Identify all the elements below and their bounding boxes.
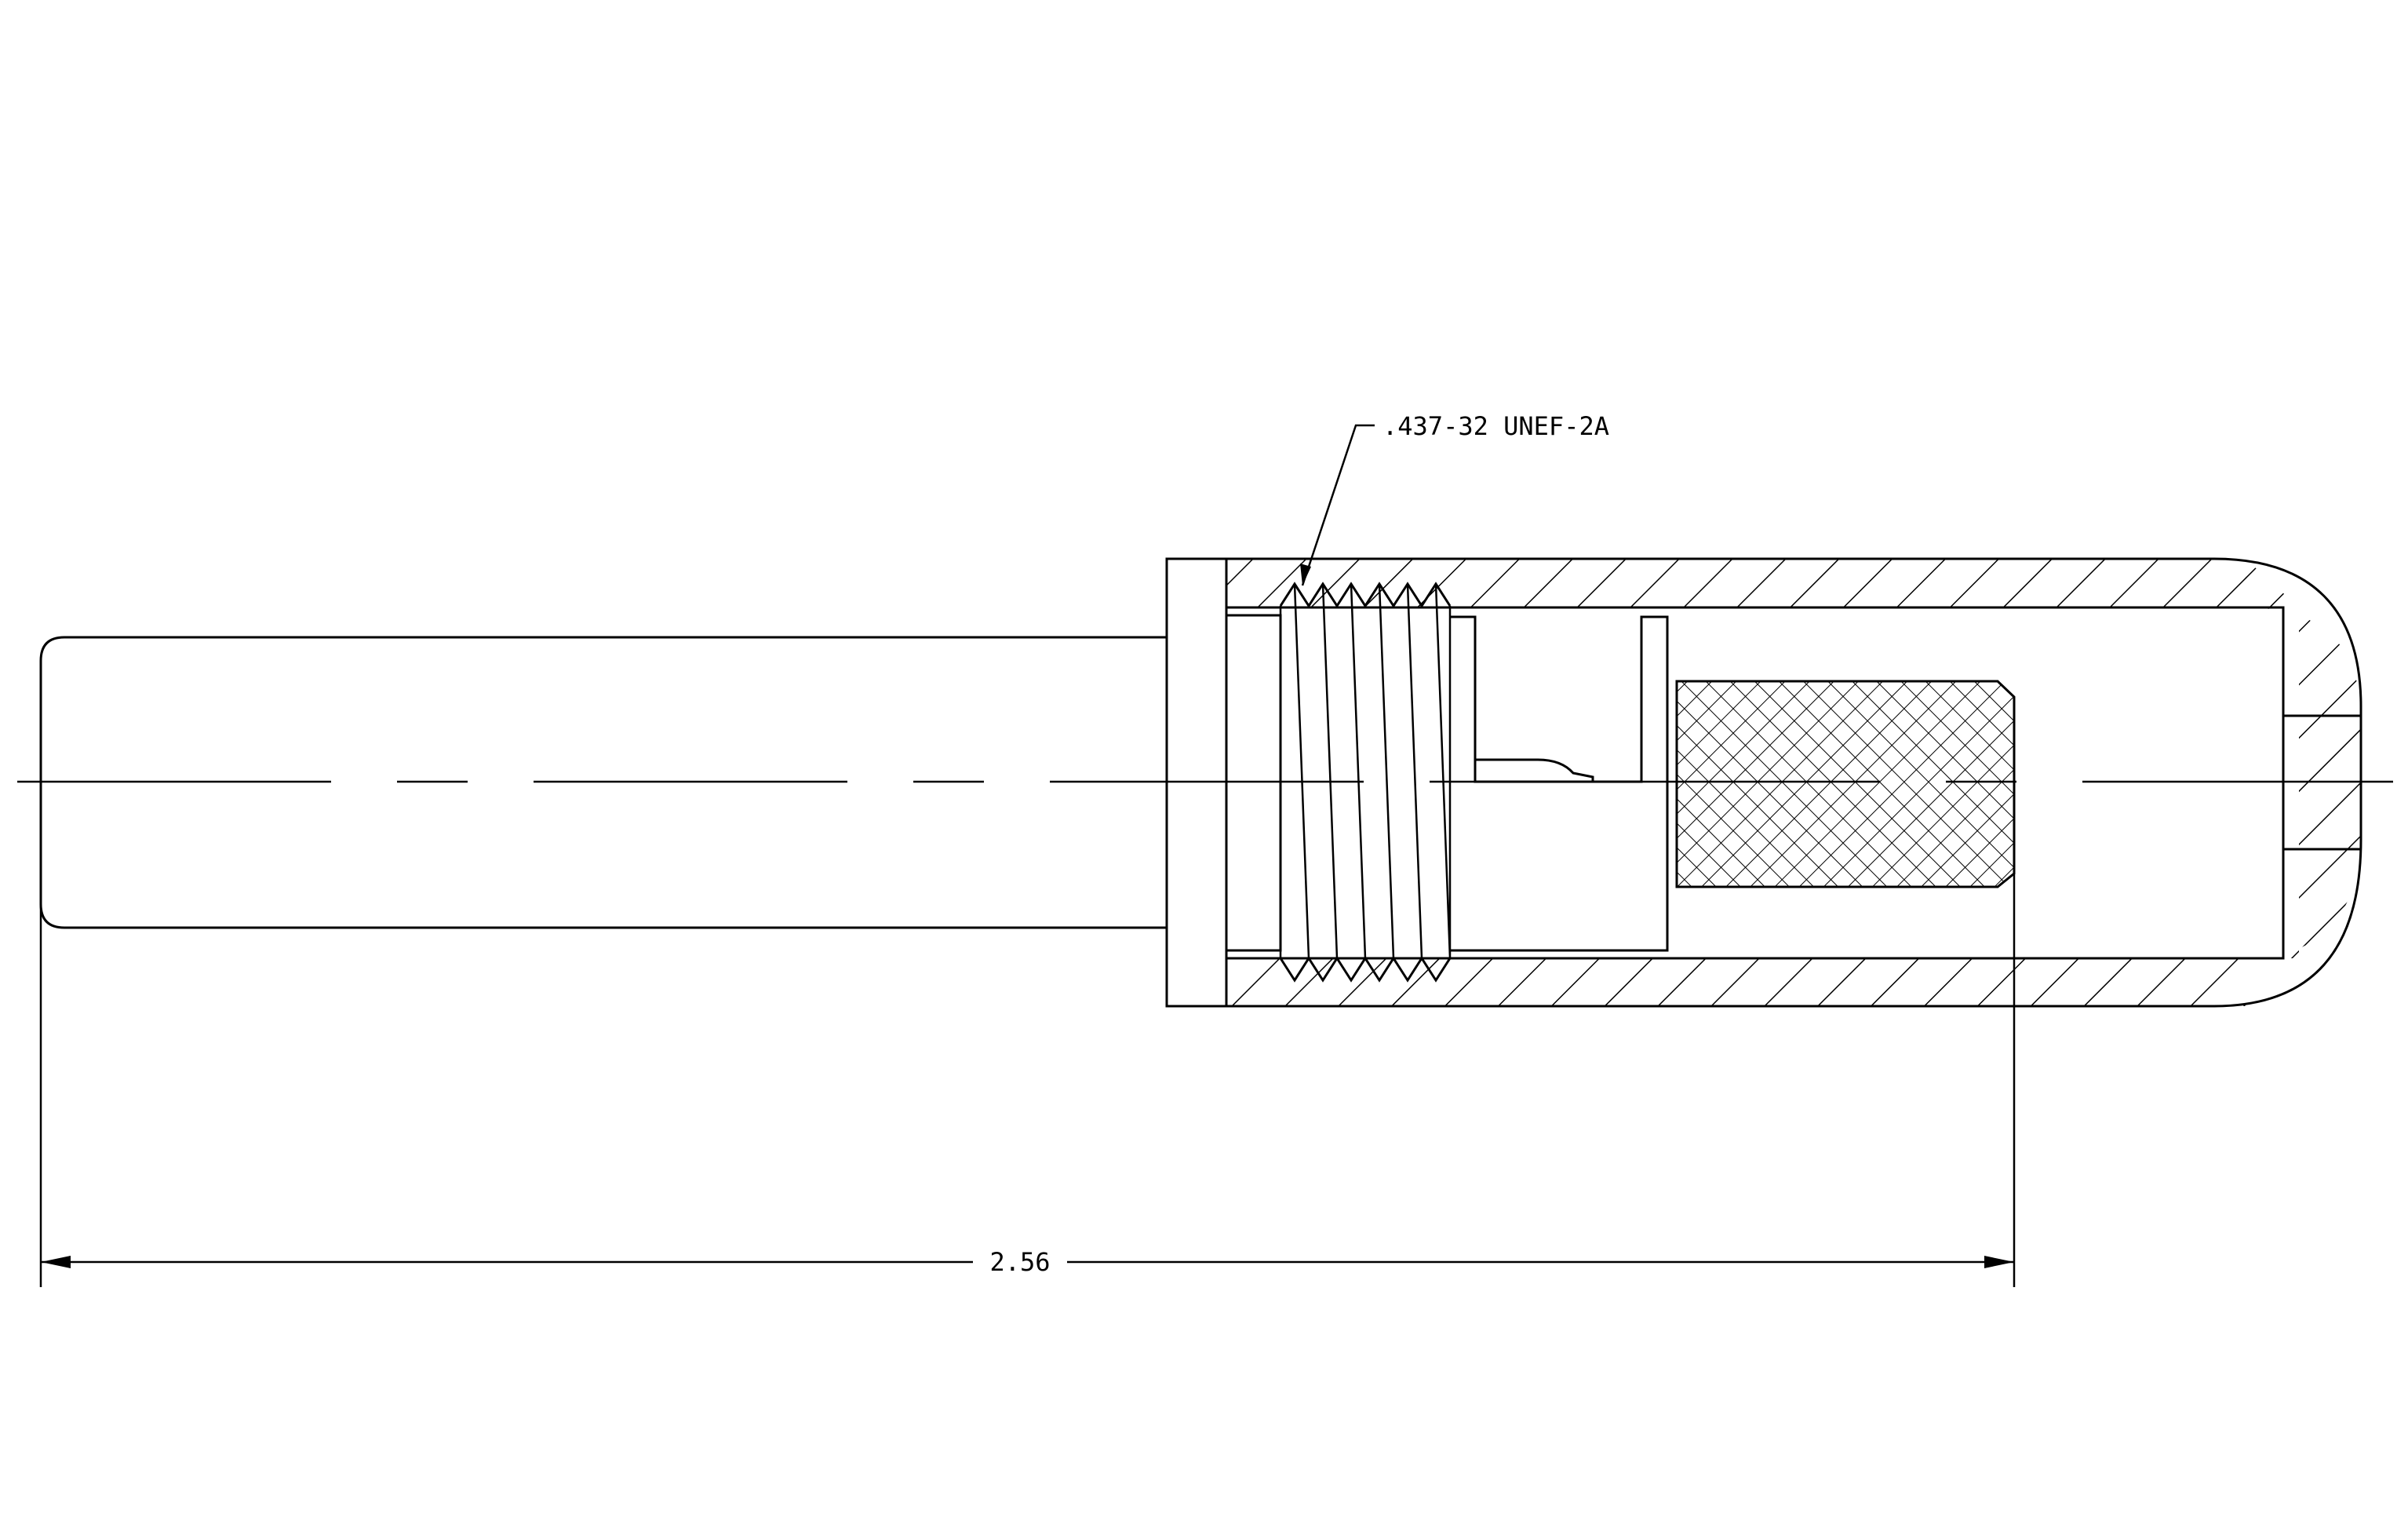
inner-contact: [1450, 615, 1669, 952]
housing-bore: [1226, 606, 2285, 960]
thread-flanks: [1279, 583, 1452, 959]
flange: [1165, 557, 1228, 1008]
thread-relief: [1226, 614, 1282, 952]
dimension-arrow-right: [1984, 1256, 2014, 1268]
thread-profile-top: [1279, 582, 1452, 608]
thread-callout-text: .437-32 UNEF-2A: [1383, 411, 1609, 441]
dimension-arrow-left: [41, 1256, 71, 1268]
overall-length-text: 2.56: [989, 1247, 1050, 1277]
cap-end-face: [2283, 714, 2361, 851]
callout-arrowhead: [1300, 564, 1311, 585]
housing-wall-bottom-hatch: [1226, 958, 2246, 1006]
knurled-insert: [1677, 681, 2014, 887]
callout-leader: [1301, 424, 1375, 586]
pin-shaft: [39, 636, 1167, 929]
